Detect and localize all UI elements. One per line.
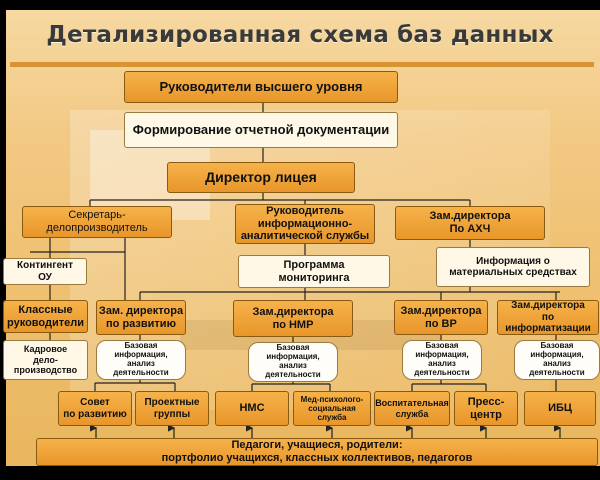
left-border bbox=[0, 0, 6, 480]
reporting-box: Формирование отчетной документации bbox=[124, 112, 398, 148]
info-service-head-label: Руководитель информационно- аналитическо… bbox=[240, 205, 370, 243]
monitoring-label: Программа мониторинга bbox=[278, 258, 350, 284]
contingent-label: Контингент ОУ bbox=[16, 260, 73, 283]
info-service-head-box: Руководитель информационно- аналитическо… bbox=[235, 204, 375, 244]
bottom-border bbox=[0, 466, 600, 480]
base-info-info: Базовая информация, анализ деятельности bbox=[514, 340, 600, 380]
deputy-vr-box: Зам.директора по ВР bbox=[394, 300, 488, 335]
project-groups-label: Проектные группы bbox=[144, 397, 200, 420]
secretary-label: Секретарь- делопроизводитель bbox=[46, 209, 148, 234]
deputy-dev-box: Зам. директора по развитию bbox=[96, 300, 186, 335]
base-info-nmr-label: Базовая информация, анализ деятельности bbox=[265, 343, 321, 379]
hr-records-label: Кадровое дело- производство bbox=[13, 344, 78, 376]
council-label: Совет по развитию bbox=[63, 397, 127, 420]
material-info-label: Информация о материальных средствах bbox=[449, 255, 577, 279]
top-leaders-label: Руководители высшего уровня bbox=[159, 78, 363, 94]
educational-box: Воспитательная служба bbox=[374, 391, 450, 426]
base-info-dev: Базовая информация, анализ деятельности bbox=[96, 340, 186, 380]
page-title: Детализированная схема баз данных bbox=[46, 22, 554, 48]
base-info-nmr: Базовая информация, анализ деятельности bbox=[248, 342, 338, 382]
stakeholders-label: Педагоги, учащиеся, родители: портфолио … bbox=[161, 439, 473, 464]
deputy-vr-label: Зам.директора по ВР bbox=[400, 304, 482, 330]
stakeholders-band: Педагоги, учащиеся, родители: портфолио … bbox=[36, 438, 598, 466]
ibc-box: ИБЦ bbox=[524, 391, 596, 426]
base-info-info-label: Базовая информация, анализ деятельности bbox=[529, 341, 585, 377]
title-rule bbox=[10, 62, 594, 67]
director-label: Директор лицея bbox=[205, 169, 317, 186]
ibc-label: ИБЦ bbox=[548, 402, 572, 415]
base-info-vr: Базовая информация, анализ деятельности bbox=[402, 340, 482, 380]
secretary-box: Секретарь- делопроизводитель bbox=[22, 206, 172, 238]
deputy-ahch-label: Зам.директора По АХЧ bbox=[429, 210, 511, 235]
base-info-dev-label: Базовая информация, анализ деятельности bbox=[113, 341, 169, 377]
class-leaders-label: Классные руководители bbox=[7, 303, 84, 329]
base-info-vr-label: Базовая информация, анализ деятельности bbox=[414, 341, 470, 377]
press-label: Пресс- центр bbox=[467, 395, 505, 421]
reporting-label: Формирование отчетной документации bbox=[132, 121, 390, 137]
council-box: Совет по развитию bbox=[58, 391, 132, 426]
med-psych-box: Мед-психолого- социальная служба bbox=[293, 391, 371, 426]
deputy-dev-label: Зам. директора по развитию bbox=[98, 304, 184, 330]
hr-records-box: Кадровое дело- производство bbox=[3, 340, 88, 380]
material-info-box: Информация о материальных средствах bbox=[436, 247, 590, 287]
deputy-info-box: Зам.директора по информатизации bbox=[497, 300, 599, 335]
med-psych-label: Мед-психолого- социальная служба bbox=[300, 394, 364, 423]
press-box: Пресс- центр bbox=[454, 391, 518, 426]
top-leaders-box: Руководители высшего уровня bbox=[124, 71, 398, 103]
deputy-info-label: Зам.директора по информатизации bbox=[505, 300, 591, 335]
nms-label: НМС bbox=[239, 402, 265, 415]
project-groups-box: Проектные группы bbox=[135, 391, 209, 426]
contingent-box: Контингент ОУ bbox=[3, 258, 87, 285]
monitoring-box: Программа мониторинга bbox=[238, 255, 390, 288]
educational-label: Воспитательная служба bbox=[375, 398, 449, 419]
director-box: Директор лицея bbox=[167, 162, 355, 193]
class-leaders-box: Классные руководители bbox=[3, 300, 88, 333]
deputy-nmr-box: Зам.директора по НМР bbox=[233, 300, 353, 337]
nms-box: НМС bbox=[215, 391, 289, 426]
top-border bbox=[0, 0, 600, 10]
deputy-ahch-box: Зам.директора По АХЧ bbox=[395, 206, 545, 240]
deputy-nmr-label: Зам.директора по НМР bbox=[252, 305, 334, 331]
